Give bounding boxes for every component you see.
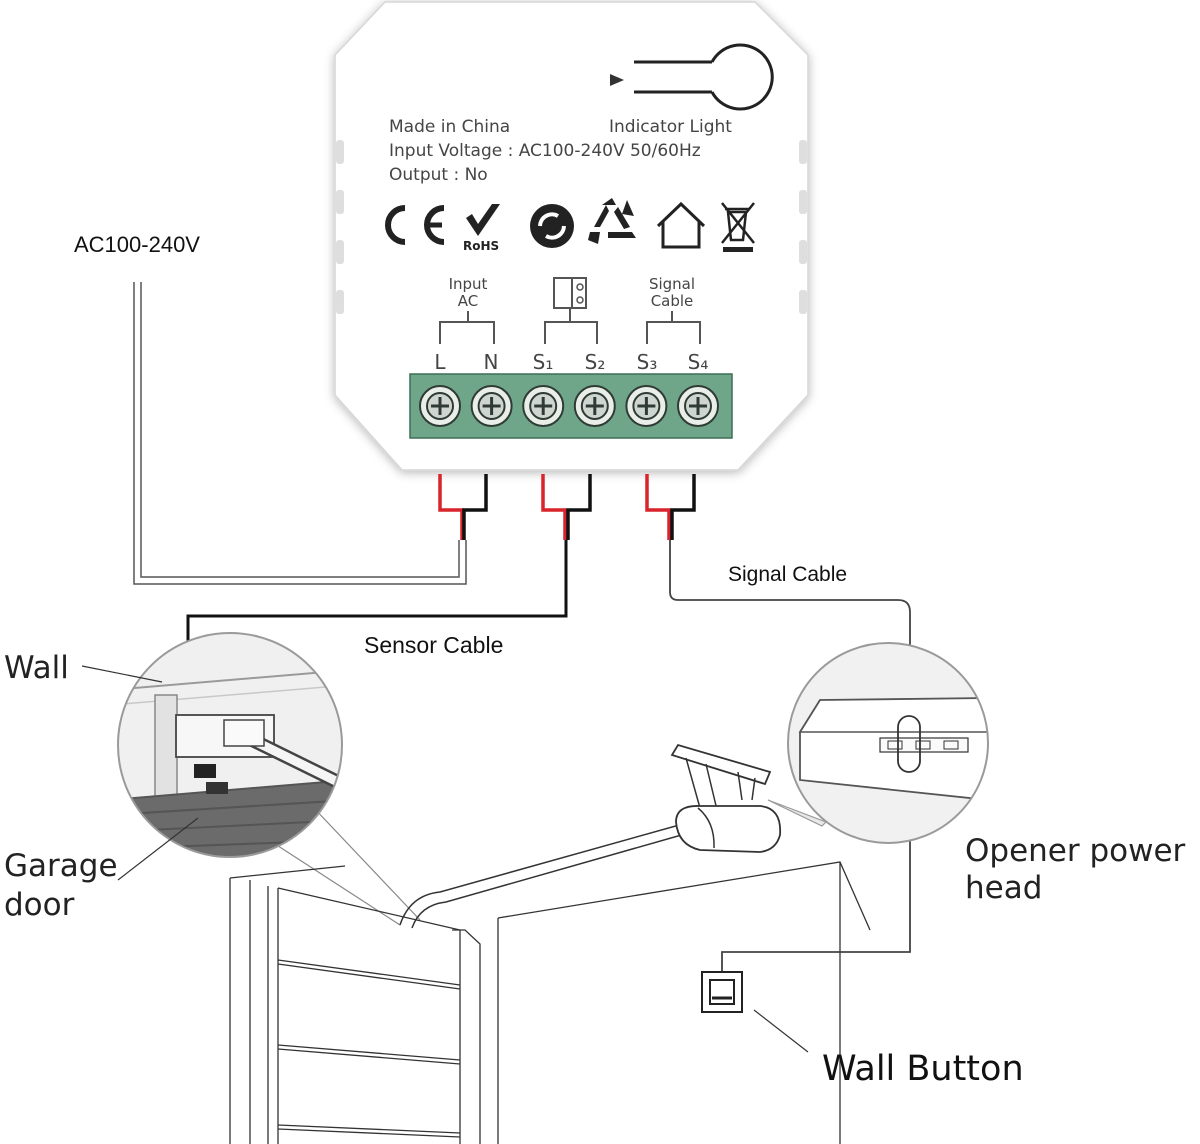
green-dot-recycle-icon bbox=[530, 204, 574, 248]
terminal-screw-l bbox=[419, 385, 461, 427]
indicator-light-label: Indicator Light bbox=[609, 117, 732, 137]
signal-cable-label: Signal Cable bbox=[728, 563, 847, 586]
input-ac-label-line2: AC bbox=[458, 292, 478, 310]
output-label: Output : No bbox=[389, 165, 488, 185]
signal-cable bbox=[669, 540, 911, 972]
terminal-label-s1: S₁ bbox=[533, 350, 554, 374]
opener-label-line2: head bbox=[965, 870, 1042, 906]
garage-door-label-line2: door bbox=[4, 887, 75, 923]
garage-door-leader-line bbox=[117, 817, 199, 881]
opener-head-callout bbox=[767, 642, 989, 844]
terminal-label-l: L bbox=[434, 350, 446, 374]
wall-button-icon bbox=[701, 971, 809, 1053]
opener-power-head bbox=[670, 743, 782, 853]
wall-button-label: Wall Button bbox=[822, 1049, 1024, 1089]
terminal-label-s3: S₃ bbox=[637, 350, 658, 374]
garage-door bbox=[267, 886, 461, 1144]
terminal-screw-s3 bbox=[625, 385, 668, 427]
terminal-screw-n bbox=[470, 385, 513, 427]
input-ac-label-line1: Input bbox=[449, 275, 488, 293]
garage-door-label-line1: Garage bbox=[4, 848, 118, 884]
made-in-label: Made in China bbox=[389, 117, 510, 137]
recycle-triangle-icon bbox=[588, 198, 636, 244]
rohs-text: RoHS bbox=[463, 239, 499, 253]
weee-crossed-bin-icon bbox=[721, 202, 755, 252]
certification-icons: RoHS bbox=[385, 198, 755, 253]
house-icon bbox=[656, 201, 706, 249]
signal-cable-label-line1: Signal bbox=[649, 275, 695, 293]
terminal-wires bbox=[438, 474, 696, 540]
terminal-label-s2: S₂ bbox=[585, 350, 606, 374]
ac-supply-label: AC100-240V bbox=[74, 232, 200, 257]
ce-mark-icon bbox=[385, 205, 445, 245]
sensor-cable-label: Sensor Cable bbox=[364, 632, 503, 658]
terminal-screw-s1 bbox=[522, 385, 565, 427]
smart-switch-module: Made in China Indicator Light Input Volt… bbox=[334, 1, 809, 471]
wall-sensor-callout bbox=[117, 632, 421, 926]
rohs-check-icon: RoHS bbox=[463, 204, 500, 253]
input-voltage-label: Input Voltage : AC100-240V 50/60Hz bbox=[389, 141, 701, 161]
opener-label-line1: Opener power bbox=[965, 833, 1186, 869]
signal-cable-label-line2: Cable bbox=[651, 292, 694, 310]
terminal-block bbox=[409, 373, 733, 439]
wall-label: Wall bbox=[4, 650, 69, 686]
garage-scene bbox=[229, 743, 871, 1144]
wall-leader-line bbox=[81, 665, 163, 683]
terminal-screw-s4 bbox=[677, 385, 719, 427]
terminal-brackets bbox=[439, 308, 701, 344]
indicator-light-icon bbox=[610, 43, 774, 111]
terminal-label-s4: S₄ bbox=[688, 350, 709, 374]
side-vents bbox=[336, 140, 807, 314]
terminal-label-n: N bbox=[484, 350, 499, 374]
terminal-screw-s2 bbox=[573, 385, 616, 427]
ac-supply-cable bbox=[133, 282, 467, 585]
